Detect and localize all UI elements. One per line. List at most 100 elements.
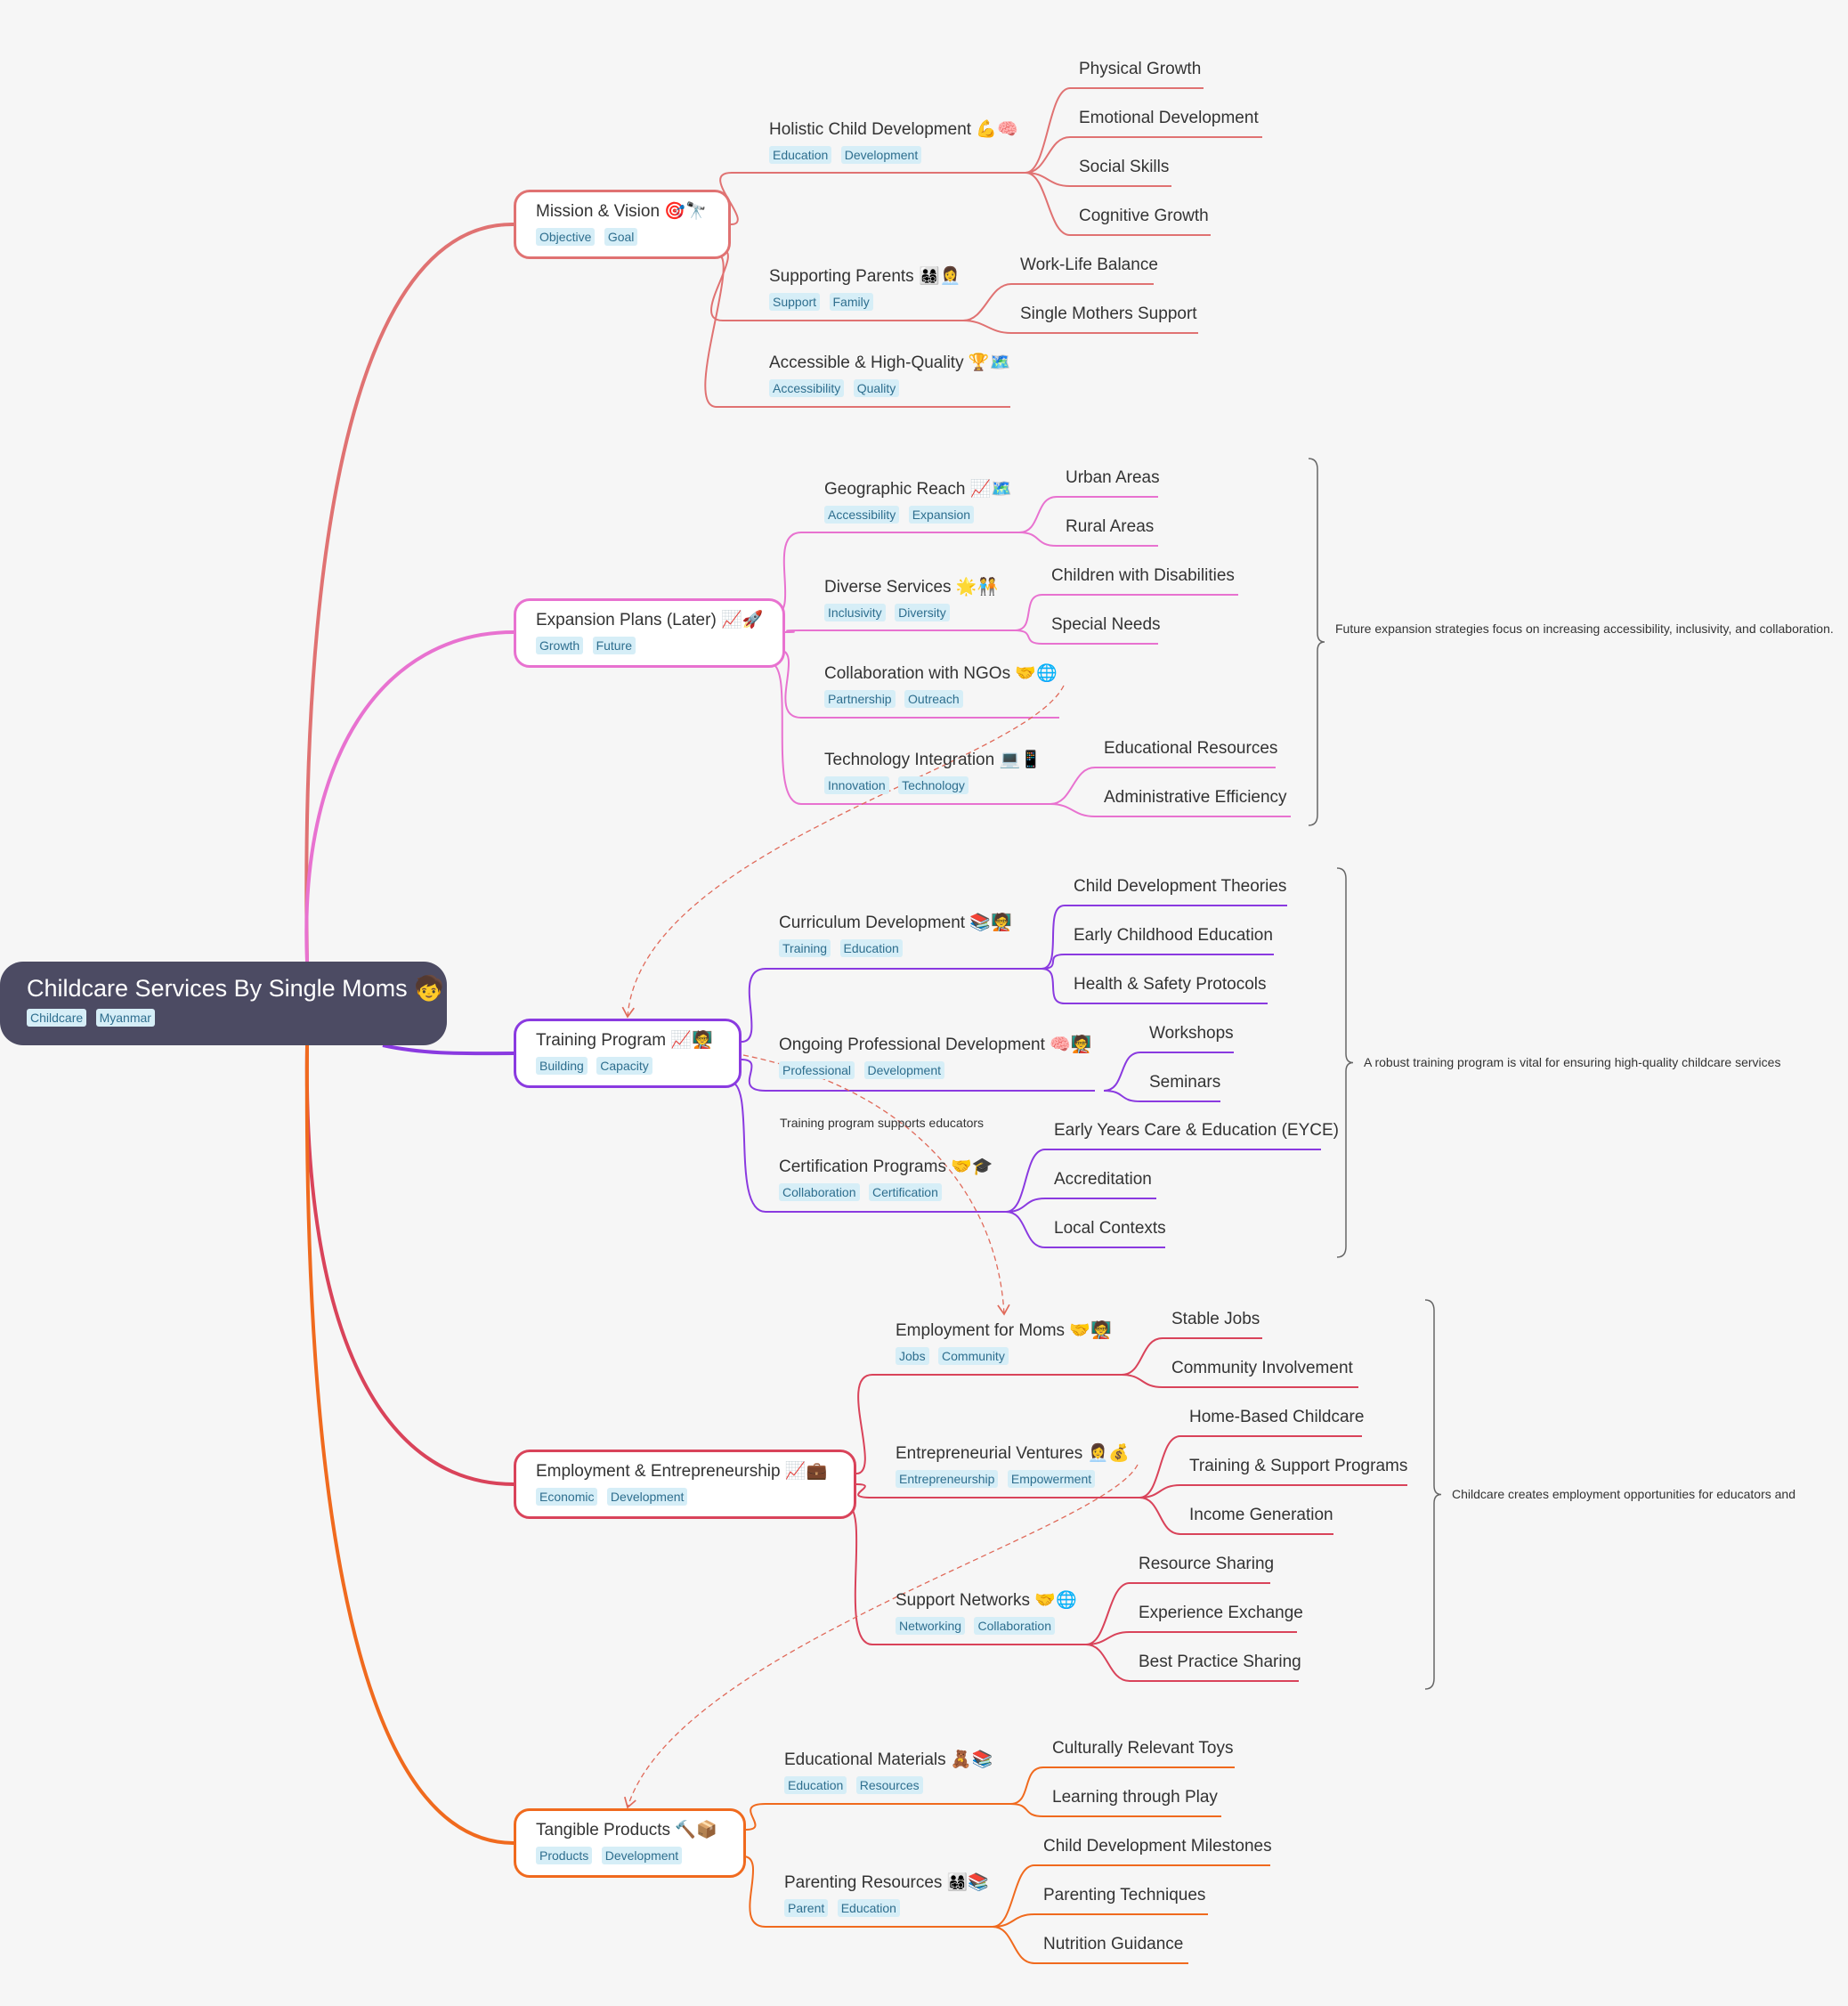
relation-note-training: Training program supports educators — [780, 1116, 985, 1130]
subtopic-entrepreneurial-ventures[interactable]: Entrepreneurial Ventures 👩‍💼💰 Entreprene… — [896, 1442, 1130, 1490]
edge-products-parenting — [742, 1856, 993, 1928]
subtopic-geographic-reach[interactable]: Geographic Reach 📈🗺️ Accessibility Expan… — [824, 478, 1012, 525]
leaf-early-childhood-education[interactable]: Early Childhood Education — [1074, 926, 1273, 945]
subtopic-employment-for-moms[interactable]: Employment for Moms 🤝🧑‍🏫 Jobs Community — [896, 1320, 1112, 1367]
leaf-early-years-care-education[interactable]: Early Years Care & Education (EYCE) — [1054, 1121, 1339, 1140]
leaf-accreditation[interactable]: Accreditation — [1054, 1170, 1152, 1189]
summary-bracket-expansion — [1308, 458, 1325, 826]
leaf-child-development-milestones[interactable]: Child Development Milestones — [1043, 1837, 1272, 1856]
leaf-children-with-disabilities[interactable]: Children with Disabilities — [1051, 566, 1235, 585]
leaf-nutrition-guidance[interactable]: Nutrition Guidance — [1043, 1935, 1184, 1953]
root-topic[interactable]: Childcare Services By Single Moms 🧒 Chil… — [0, 962, 447, 1045]
edge-leaf — [1005, 1211, 1165, 1248]
edge-leaf — [1103, 1090, 1220, 1102]
leaf-workshops[interactable]: Workshops — [1149, 1024, 1234, 1043]
subtopic-collaboration-with-ngos[interactable]: Collaboration with NGOs 🤝🌐 Partnership O… — [824, 662, 1058, 710]
leaf-physical-growth[interactable]: Physical Growth — [1079, 60, 1202, 78]
leaf-home-based-childcare[interactable]: Home-Based Childcare — [1189, 1408, 1365, 1426]
topic-title: Mission & Vision 🎯🔭 — [536, 202, 707, 221]
topic-training-program[interactable]: Training Program 📈🧑‍🏫 Building Capacity — [514, 1019, 742, 1088]
topic-tangible-products[interactable]: Tangible Products 🔨📦 Products Developmen… — [514, 1808, 746, 1878]
tag: Community — [938, 1347, 1009, 1365]
topic-expansion-plans[interactable]: Expansion Plans (Later) 📈🚀 Growth Future — [514, 598, 785, 668]
subtopic-title: Entrepreneurial Ventures 👩‍💼💰 — [896, 1444, 1130, 1463]
tag: Quality — [853, 379, 900, 397]
topic-title: Employment & Entrepreneurship 📈💼 — [536, 1462, 828, 1481]
leaf-culturally-relevant-toys[interactable]: Culturally Relevant Toys — [1052, 1739, 1234, 1758]
relation-arrow-ngos-training — [621, 685, 1065, 1019]
subtopic-technology-integration[interactable]: Technology Integration 💻📱 Innovation Tec… — [824, 749, 1042, 796]
leaf-resource-sharing[interactable]: Resource Sharing — [1139, 1555, 1275, 1573]
edge-leaf — [1025, 172, 1171, 187]
leaf-health-safety-protocols[interactable]: Health & Safety Protocols — [1074, 975, 1267, 994]
topic-mission-vision[interactable]: Mission & Vision 🎯🔭 Objective Goal — [514, 190, 731, 259]
leaf-special-needs[interactable]: Special Needs — [1051, 615, 1161, 634]
edge-leaf — [1018, 496, 1158, 533]
leaf-best-practice-sharing[interactable]: Best Practice Sharing — [1139, 1653, 1301, 1671]
edge-leaf — [1139, 1497, 1333, 1535]
root-title: Childcare Services By Single Moms 🧒 — [27, 975, 444, 1002]
leaf-emotional-development[interactable]: Emotional Development — [1079, 109, 1259, 127]
subtopic-title: Support Networks 🤝🌐 — [896, 1591, 1077, 1610]
tag: Capacity — [596, 1057, 652, 1075]
subtopic-tags: Parent Education — [784, 1899, 989, 1919]
summary-training: A robust training program is vital for e… — [1364, 1055, 1781, 1069]
leaf-single-mothers-support[interactable]: Single Mothers Support — [1020, 305, 1197, 323]
subtopic-title: Educational Materials 🧸📚 — [784, 1750, 993, 1769]
topic-tags: Economic Development — [536, 1488, 834, 1507]
subtopic-tags: Inclusivity Diversity — [824, 604, 998, 623]
leaf-child-development-theories[interactable]: Child Development Theories — [1074, 877, 1287, 896]
edge-training-curriculum — [741, 968, 1042, 1043]
leaf-social-skills[interactable]: Social Skills — [1079, 158, 1170, 176]
subtopic-accessible-high-quality[interactable]: Accessible & High-Quality 🏆🗺️ Accessibil… — [769, 352, 1010, 399]
edge-training-ongoing — [741, 1059, 1095, 1092]
leaf-training-support-programs[interactable]: Training & Support Programs — [1189, 1457, 1408, 1475]
leaf-administrative-efficiency[interactable]: Administrative Efficiency — [1104, 788, 1287, 807]
subtopic-support-networks[interactable]: Support Networks 🤝🌐 Networking Collabora… — [896, 1589, 1077, 1636]
leaf-community-involvement[interactable]: Community Involvement — [1171, 1359, 1353, 1377]
subtopic-holistic-child-development[interactable]: Holistic Child Development 💪🧠 Education … — [769, 118, 1018, 166]
edge-leaf — [1050, 803, 1291, 817]
edge-root-training — [382, 1044, 515, 1056]
leaf-parenting-techniques[interactable]: Parenting Techniques — [1043, 1886, 1206, 1904]
leaf-seminars[interactable]: Seminars — [1149, 1073, 1221, 1092]
tag: Entrepreneurship — [896, 1470, 999, 1488]
tag: Objective — [536, 228, 596, 246]
subtopic-educational-materials[interactable]: Educational Materials 🧸📚 Education Resou… — [784, 1749, 993, 1796]
subtopic-certification-programs[interactable]: Certification Programs 🤝🎓 Collaboration … — [779, 1156, 993, 1203]
edge-expansion-ngos — [778, 649, 1059, 719]
tag: Expansion — [908, 506, 975, 524]
subtopic-parenting-resources[interactable]: Parenting Resources 👨‍👩‍👧‍👦📚 Parent Educ… — [784, 1872, 989, 1919]
edge-root-employment — [304, 1044, 515, 1486]
subtopic-curriculum-development[interactable]: Curriculum Development 📚🧑‍🏫 Training Edu… — [779, 912, 1012, 959]
tag: Outreach — [904, 690, 963, 708]
tag: Jobs — [896, 1347, 929, 1365]
tag: Education — [784, 1776, 847, 1794]
tag: Resources — [855, 1776, 923, 1794]
edge-root-mission — [304, 222, 515, 962]
subtopic-ongoing-professional-development[interactable]: Ongoing Professional Development 🧠🧑‍🏫 Pr… — [779, 1034, 1092, 1081]
subtopic-supporting-parents[interactable]: Supporting Parents 👨‍👩‍👧‍👦👩‍💼 Support Fa… — [769, 265, 960, 313]
subtopic-title: Collaboration with NGOs 🤝🌐 — [824, 664, 1058, 683]
leaf-stable-jobs[interactable]: Stable Jobs — [1171, 1310, 1260, 1328]
tag: Future — [592, 637, 636, 654]
leaf-educational-resources[interactable]: Educational Resources — [1104, 739, 1278, 758]
leaf-rural-areas[interactable]: Rural Areas — [1066, 517, 1155, 536]
subtopic-tags: Education Development — [769, 146, 1018, 166]
edge-leaf — [1139, 1484, 1407, 1498]
subtopic-title: Diverse Services 🌟🧑‍🤝‍🧑 — [824, 578, 999, 597]
tag: Economic — [536, 1488, 598, 1506]
leaf-experience-exchange[interactable]: Experience Exchange — [1139, 1604, 1303, 1622]
leaf-learning-through-play[interactable]: Learning through Play — [1052, 1788, 1218, 1807]
leaf-work-life-balance[interactable]: Work-Life Balance — [1020, 256, 1158, 274]
leaf-local-contexts[interactable]: Local Contexts — [1054, 1219, 1166, 1238]
summary-bracket-training — [1336, 867, 1354, 1258]
edge-leaf — [1014, 629, 1158, 645]
leaf-income-generation[interactable]: Income Generation — [1189, 1506, 1333, 1524]
topic-employment-entrepreneurship[interactable]: Employment & Entrepreneurship 📈💼 Economi… — [514, 1450, 856, 1519]
tag: Empowerment — [1007, 1470, 1096, 1488]
edge-leaf — [1041, 968, 1268, 1004]
leaf-cognitive-growth[interactable]: Cognitive Growth — [1079, 207, 1209, 225]
leaf-urban-areas[interactable]: Urban Areas — [1066, 468, 1160, 487]
subtopic-diverse-services[interactable]: Diverse Services 🌟🧑‍🤝‍🧑 Inclusivity Dive… — [824, 576, 998, 623]
